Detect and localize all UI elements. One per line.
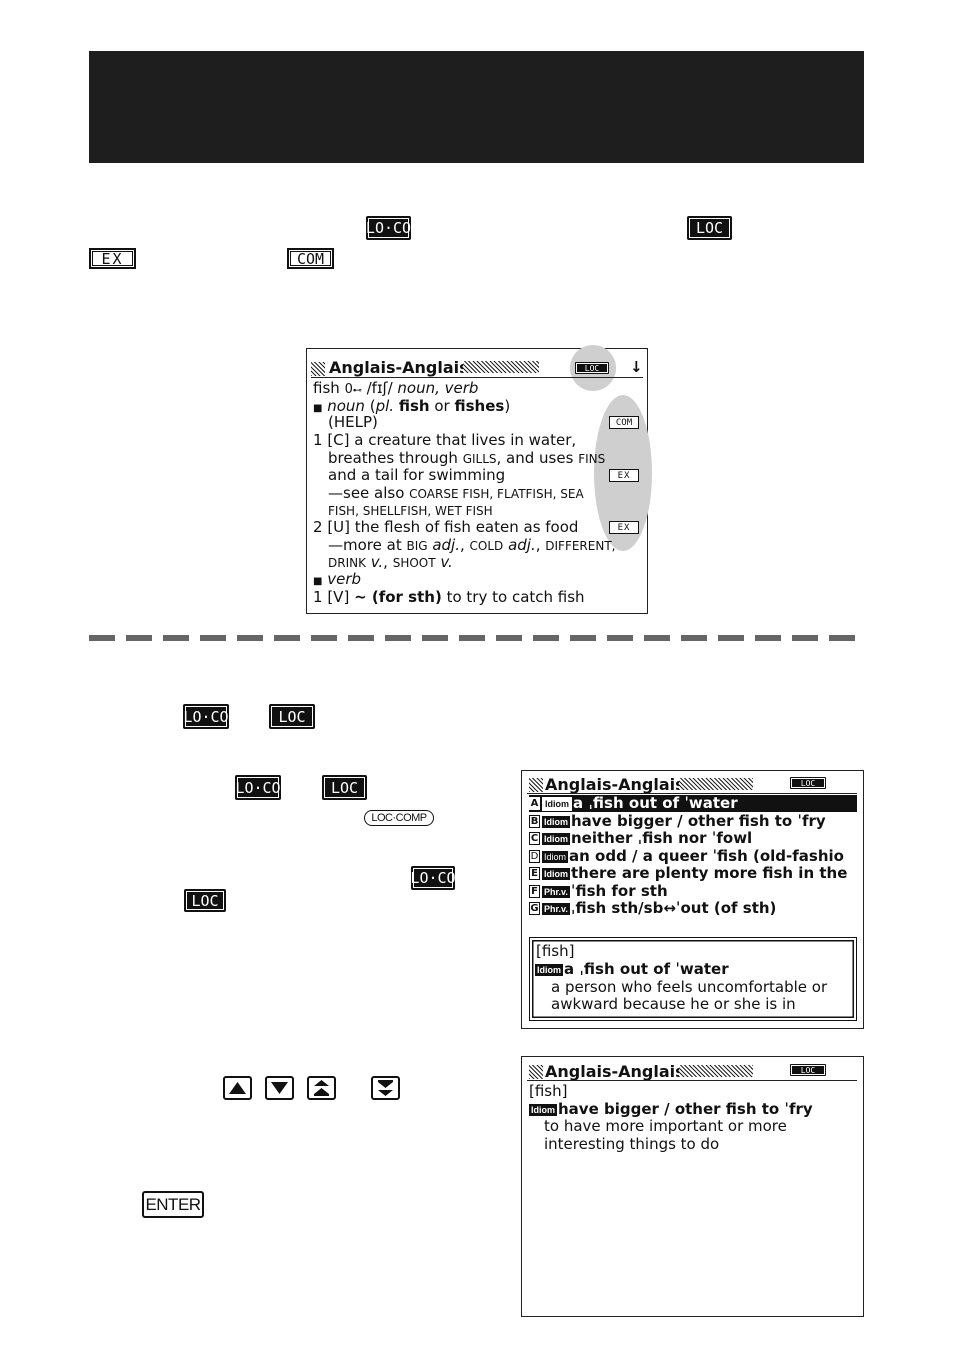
down-arrow-key-icon — [265, 1076, 294, 1100]
screen-title: Anglais-Anglais — [545, 1062, 685, 1081]
page-down-key-icon — [371, 1076, 400, 1100]
title-pattern-bar — [679, 778, 753, 790]
title-divider — [311, 377, 643, 378]
loco-key-icon: LO·CO — [235, 775, 281, 800]
com-key-icon: COM — [609, 416, 639, 429]
key-symbol-icon: 0 — [344, 382, 353, 397]
hatch-icon — [311, 361, 325, 376]
title-pattern-bar — [679, 1065, 753, 1077]
preview-def-line2: awkward because he or she is in — [551, 995, 796, 1013]
ex-key-icon: EX — [89, 248, 136, 269]
scroll-down-icon: ↓ — [630, 358, 643, 376]
preview-headword: [fish] — [536, 942, 575, 960]
definition-1-line5: FISH, SHELLFISH, WET FISH — [328, 504, 493, 518]
title-divider — [527, 1080, 857, 1081]
dictionary-screen-entry: Anglais-Anglais LOC ↓ fish 0⊷ /fɪʃ/ noun… — [306, 345, 652, 614]
verb-sense-line: ■ verb — [313, 570, 362, 588]
loco-key-icon: LO·CO — [183, 704, 229, 729]
ex-key-icon: EX — [609, 469, 639, 482]
detail-def-line2: interesting things to do — [544, 1135, 720, 1153]
definition-1-line1: 1 [C] a creature that lives in water, — [313, 431, 577, 449]
enter-key-icon: ENTER — [142, 1191, 204, 1218]
screen-title: Anglais-Anglais — [545, 775, 685, 794]
ex-key-icon: EX — [609, 521, 639, 534]
detail-headword: [fish] — [529, 1082, 568, 1100]
entry-headword-line: fish 0⊷ /fɪʃ/ noun, verb — [313, 379, 479, 398]
hatch-icon — [529, 778, 543, 792]
dashed-separator — [89, 635, 864, 641]
com-key-icon: COM — [287, 248, 334, 269]
loc-badge: LOC — [790, 777, 826, 789]
definition-1-line3: and a tail for swimming — [328, 466, 506, 484]
loc-key-icon: LOC — [269, 704, 315, 729]
verb-definition-1: 1 [V] ~ (for sth) to try to catch fish — [313, 588, 585, 606]
loc-badge: LOC — [575, 362, 609, 374]
up-arrow-key-icon — [223, 1076, 252, 1100]
loc-key-icon: LOC — [184, 889, 226, 912]
loc-key-icon: LOC — [687, 216, 732, 240]
definition-2-line3: DRINK v., SHOOT v. — [328, 553, 453, 571]
loc-key-icon: LOC — [322, 775, 367, 800]
preview-def-line1: a person who feels uncomfortable or — [551, 978, 828, 996]
help-label: (HELP) — [328, 413, 378, 431]
noun-sense-line: ■ noun (pl. fish or fishes) — [313, 397, 511, 415]
section-header-band — [89, 51, 864, 163]
loc-badge: LOC — [790, 1064, 826, 1076]
detail-def-line1: to have more important or more — [544, 1117, 787, 1135]
definition-2-line2: —more at BIG adj., COLD adj., DIFFERENT, — [328, 536, 616, 554]
loco-key-icon: LO·CO — [410, 866, 456, 890]
definition-2-line1: 2 [U] the flesh of fish eaten as food — [313, 518, 579, 536]
definition-1-line4: —see also COARSE FISH, FLATFISH, SEA — [328, 484, 584, 502]
hatch-icon — [529, 1065, 543, 1079]
definition-1-line2: breathes through GILLS, and uses FINS — [328, 449, 606, 467]
title-pattern-bar — [463, 361, 539, 373]
loco-key-icon: LO·CO — [366, 216, 411, 240]
loc-comp-key-icon: LOC·COMP — [364, 810, 434, 826]
screen-title: Anglais-Anglais — [329, 358, 469, 377]
title-divider — [527, 793, 857, 794]
page-up-key-icon — [307, 1076, 336, 1100]
